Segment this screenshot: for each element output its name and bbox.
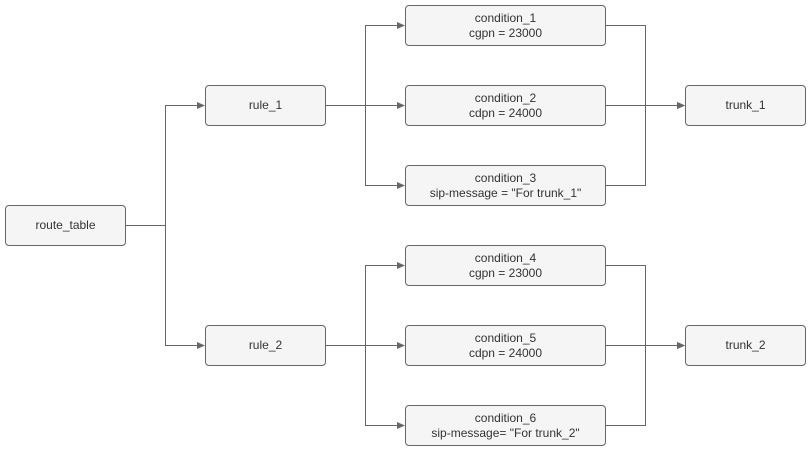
condition-3-name: condition_3 xyxy=(474,170,537,185)
condition-6-expression: sip-message= "For trunk_2" xyxy=(431,425,580,440)
condition-1-node[interactable]: condition_1 cgpn = 23000 xyxy=(405,5,606,46)
rule-2-node[interactable]: rule_2 xyxy=(205,325,326,366)
trunk-1-label: trunk_1 xyxy=(725,98,766,112)
edge-condition-6-to-trunk-2 xyxy=(606,342,685,426)
edge-rule-1-to-condition-1 xyxy=(326,22,405,106)
edge-condition-4-to-trunk-2 xyxy=(606,265,685,349)
condition-1-name: condition_1 xyxy=(474,10,537,25)
edge-rule-2-to-condition-6 xyxy=(326,345,405,429)
edge-condition-3-to-trunk-1 xyxy=(606,102,685,186)
condition-2-node[interactable]: condition_2 cdpn = 24000 xyxy=(405,85,606,126)
condition-5-expression: cdpn = 24000 xyxy=(468,345,543,360)
condition-6-name: condition_6 xyxy=(474,410,537,425)
condition-5-node[interactable]: condition_5 cdpn = 24000 xyxy=(405,325,606,366)
condition-3-node[interactable]: condition_3 sip-message = "For trunk_1" xyxy=(405,165,606,206)
trunk-2-label: trunk_2 xyxy=(725,338,766,352)
edge-route-table-to-rule-1 xyxy=(126,102,205,226)
condition-5-name: condition_5 xyxy=(474,330,537,345)
condition-1-expression: cgpn = 23000 xyxy=(468,25,543,40)
route-table-node[interactable]: route_table xyxy=(5,205,126,246)
rule-2-label: rule_2 xyxy=(248,338,283,352)
condition-2-name: condition_2 xyxy=(474,90,537,105)
condition-2-expression: cdpn = 24000 xyxy=(468,105,543,120)
condition-4-expression: cgpn = 23000 xyxy=(468,265,543,280)
trunk-2-node[interactable]: trunk_2 xyxy=(685,325,806,366)
condition-3-expression: sip-message = "For trunk_1" xyxy=(429,185,582,200)
edge-condition-1-to-trunk-1 xyxy=(606,25,685,109)
condition-4-node[interactable]: condition_4 cgpn = 23000 xyxy=(405,245,606,286)
edge-rule-2-to-condition-4 xyxy=(326,262,405,346)
edge-rule-1-to-condition-3 xyxy=(326,105,405,189)
rule-1-node[interactable]: rule_1 xyxy=(205,85,326,126)
condition-6-node[interactable]: condition_6 sip-message= "For trunk_2" xyxy=(405,405,606,446)
trunk-1-node[interactable]: trunk_1 xyxy=(685,85,806,126)
rule-1-label: rule_1 xyxy=(248,98,283,112)
route-table-label: route_table xyxy=(35,218,96,232)
edge-route-table-to-rule-2 xyxy=(126,225,205,349)
condition-4-name: condition_4 xyxy=(474,250,537,265)
